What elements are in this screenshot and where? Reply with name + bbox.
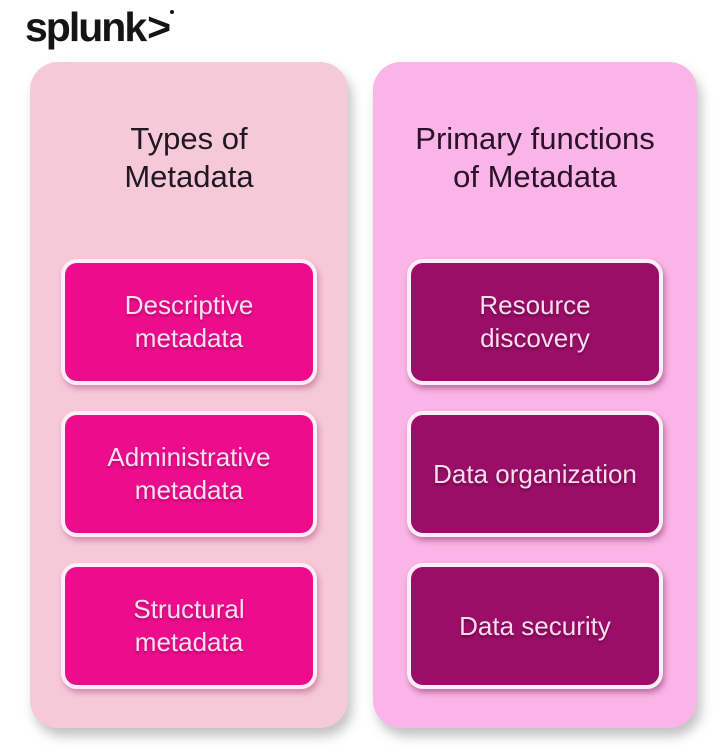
box-data-organization: Data organization (407, 411, 663, 537)
trademark-dot-icon (170, 10, 175, 14)
primary-functions-boxes: Resource discovery Data organization Dat… (373, 259, 697, 689)
box-data-security: Data security (407, 563, 663, 689)
box-descriptive-metadata: Descriptive metadata (61, 259, 317, 385)
types-of-metadata-panel: Types of Metadata Descriptive metadata A… (30, 62, 348, 728)
box-resource-discovery: Resource discovery (407, 259, 663, 385)
splunk-chevron-glyph: > (147, 4, 171, 50)
splunk-logo: splunk> (25, 1, 175, 53)
types-of-metadata-title: Types of Metadata (124, 121, 254, 194)
box-administrative-metadata: Administrative metadata (61, 411, 317, 537)
primary-functions-panel: Primary functions of Metadata Resource d… (373, 62, 697, 728)
splunk-chevron-icon: > (147, 1, 175, 53)
box-structural-metadata: Structural metadata (61, 563, 317, 689)
splunk-logo-text: splunk (25, 4, 147, 50)
types-of-metadata-boxes: Descriptive metadata Administrative meta… (30, 259, 348, 689)
primary-functions-title: Primary functions of Metadata (415, 121, 655, 194)
